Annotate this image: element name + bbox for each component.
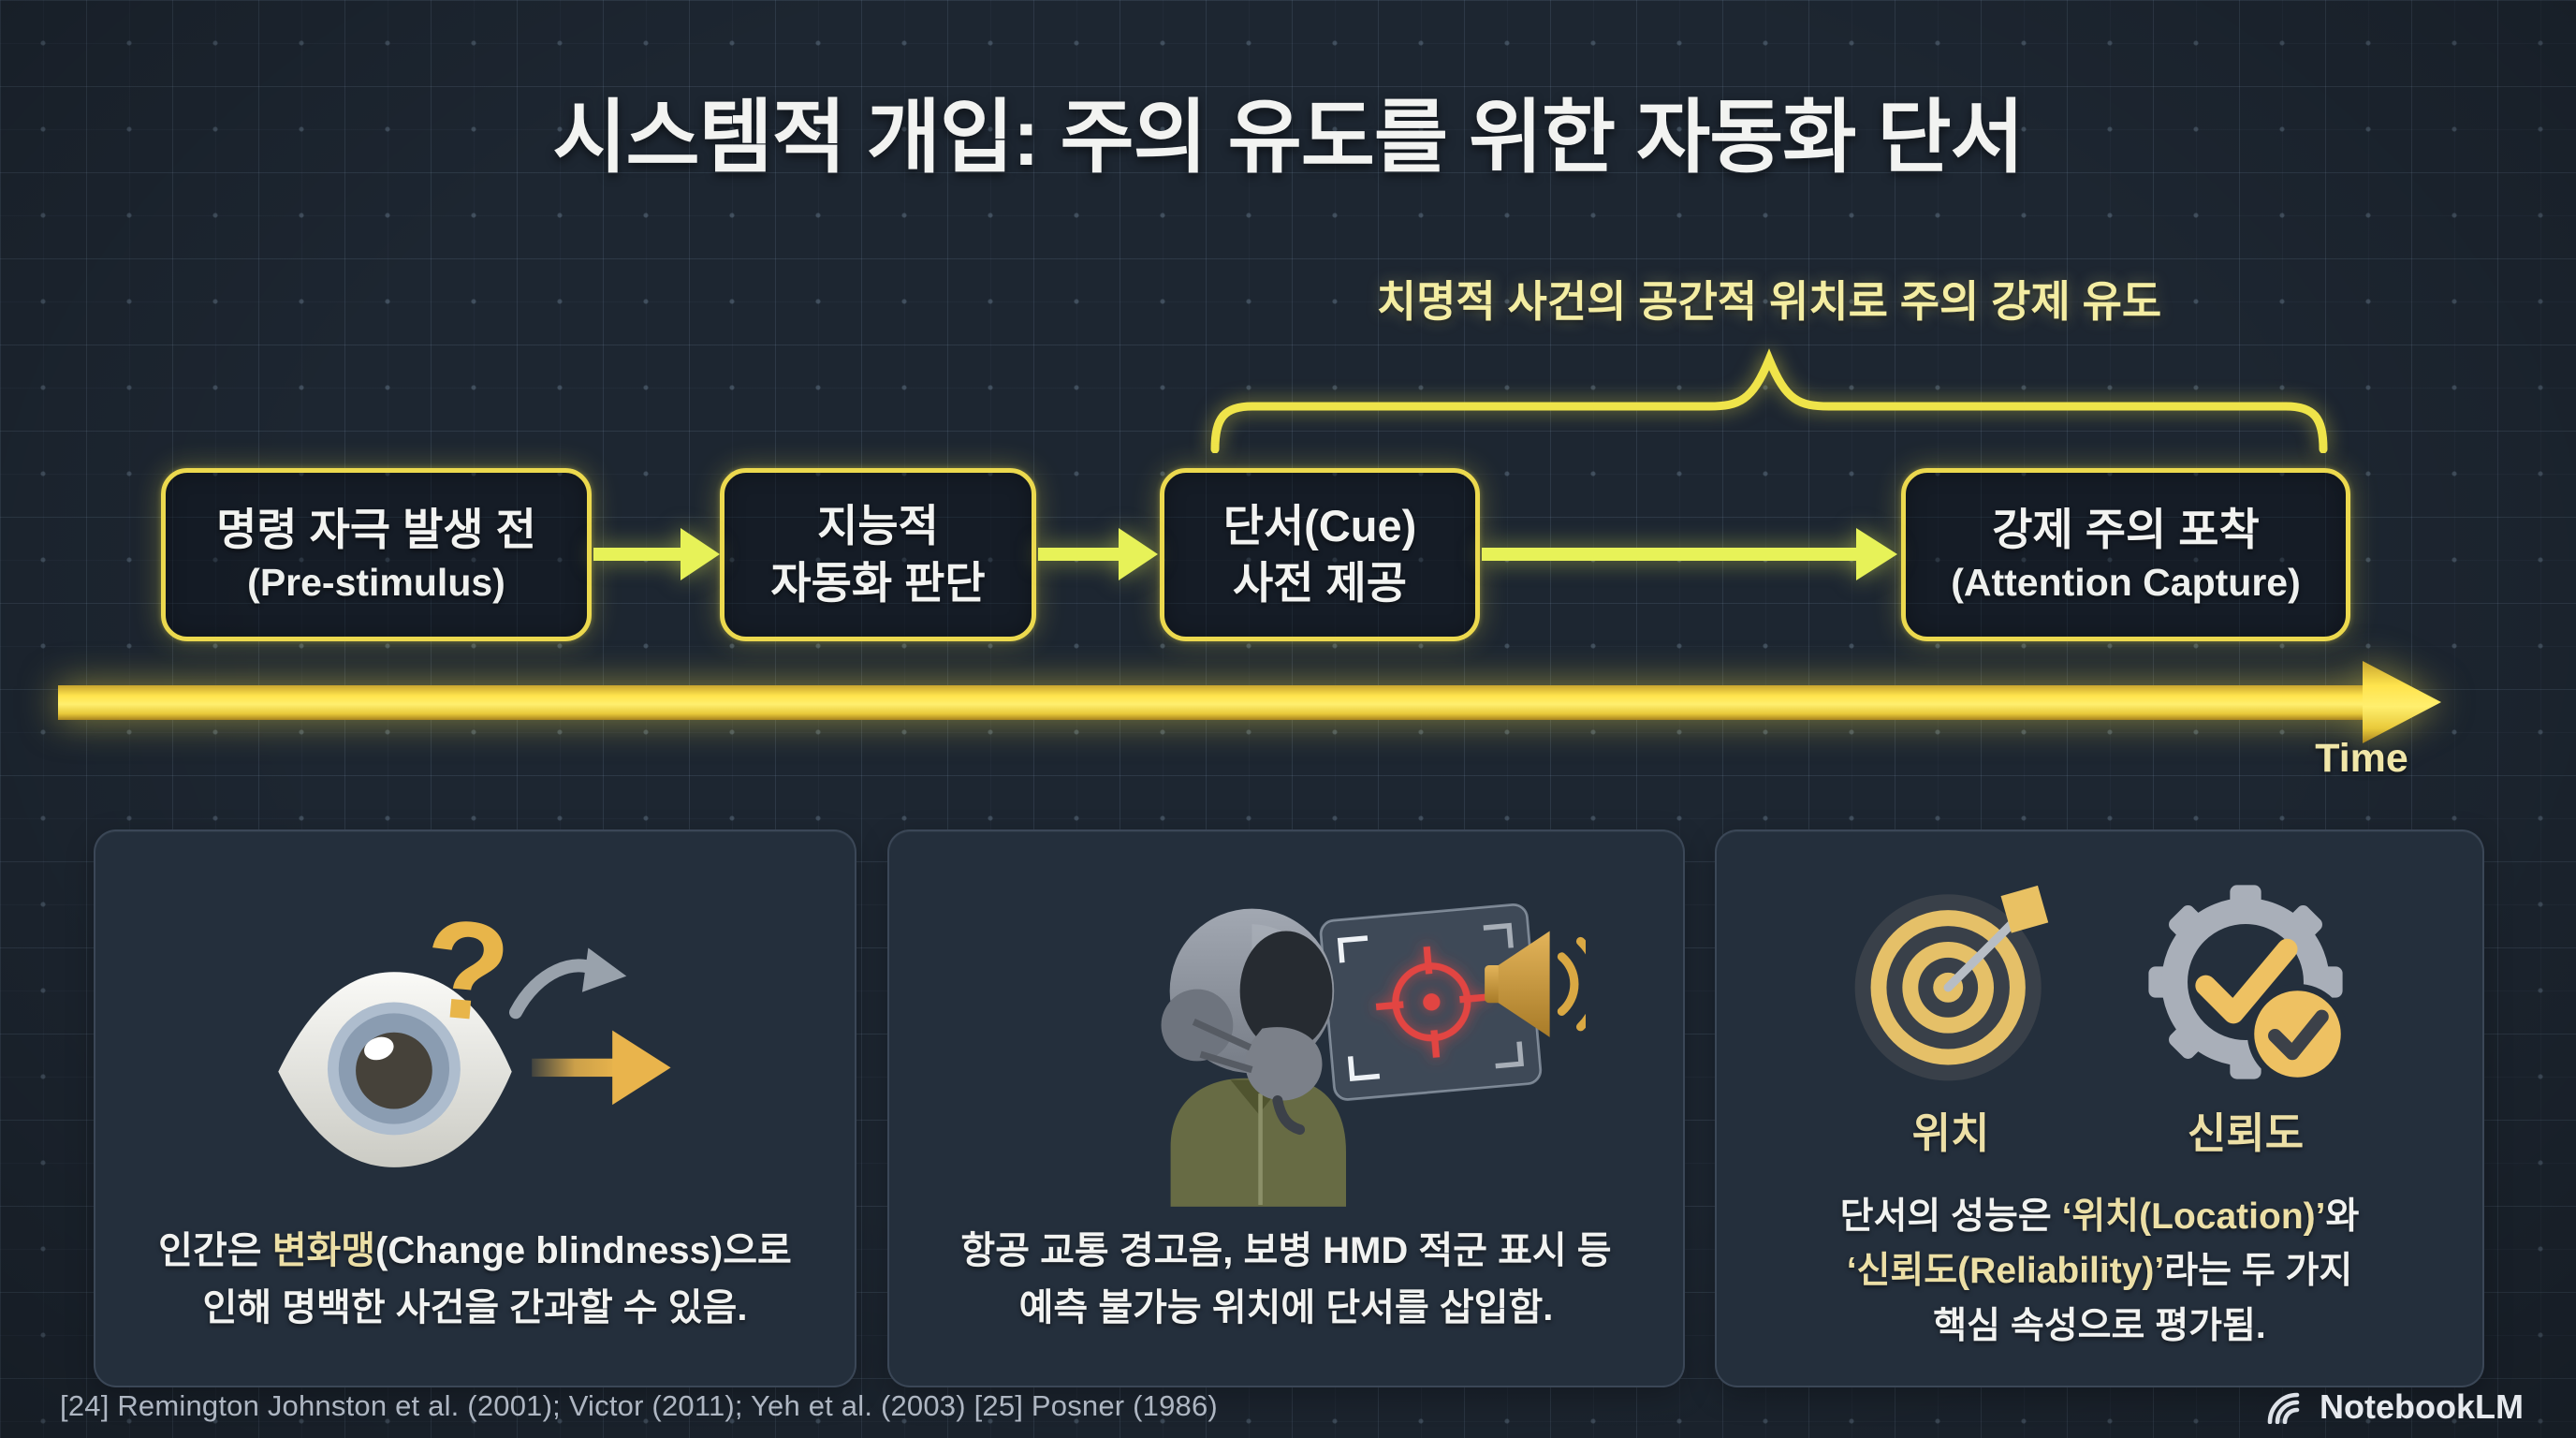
flow-step-label: 사전 제공 [1232, 557, 1408, 608]
flow-step-intelligent-automation: 지능적 자동화 판단 [720, 468, 1036, 641]
card-text: 항공 교통 경고음, 보병 HMD 적군 표시 등 예측 불가능 위치에 단서를… [889, 1223, 1683, 1386]
reliability-label: 신뢰도 [2187, 1108, 2305, 1157]
page-title: 시스템적 개입: 주의 유도를 위한 자동화 단서 [552, 93, 2024, 183]
annotation-label: 치명적 사건의 공간적 위치로 주의 강제 유도 [1376, 277, 2162, 326]
target-reticle [1375, 946, 1487, 1059]
card-cue-properties: 위치 [1715, 829, 2484, 1387]
highlighted-term: 변화맹 [271, 1230, 376, 1272]
text-segment: 와 [2325, 1196, 2360, 1237]
text-segment: 인간은 [158, 1230, 272, 1272]
location-figure: 위치 [1850, 884, 2052, 1160]
citation-footer: [24] Remington Johnston et al. (2001); V… [60, 1389, 1218, 1422]
text-segment: (Change blindness)으로 [375, 1230, 792, 1272]
hud-panel [1319, 903, 1543, 1102]
text-segment: 단서의 성능은 [1839, 1196, 2062, 1237]
flow-step-label: 단서(Cue) [1222, 501, 1417, 551]
card-text: 인간은 변화맹(Change blindness)으로 인해 명백한 사건을 간… [95, 1223, 855, 1386]
time-axis-label: Time [2315, 736, 2408, 781]
brace-icon [1210, 348, 2328, 453]
speaker-icon [1485, 931, 1586, 1038]
flow-step-label: 강제 주의 포착 [1992, 505, 2260, 555]
flow-step-pre-stimulus: 명령 자극 발생 전 (Pre-stimulus) [161, 468, 592, 641]
reliability-figure: 신뢰도 [2142, 878, 2349, 1160]
brand-name: NotebookLM [2320, 1387, 2524, 1426]
flow-arrow-icon [593, 528, 720, 580]
pilot-hmd-cue-icon [889, 831, 1683, 1223]
flow-step-sublabel: (Attention Capture) [1951, 561, 2301, 605]
gear-check-icon [2148, 885, 2349, 1084]
cue-property-icons: 위치 [1850, 878, 2349, 1160]
eye-change-blindness-icon: ? [95, 831, 855, 1223]
dart-flight [2000, 885, 2049, 933]
flow-step-label: 지능적 [817, 501, 939, 551]
text-segment: 예측 불가능 위치에 단서를 삽입함. [1018, 1287, 1554, 1329]
text-segment: 라는 두 가지 [2164, 1251, 2353, 1291]
target-dart-icon [1854, 885, 2049, 1081]
card-text: 단서의 성능은 ‘위치(Location)’와 ‘신뢰도(Reliability… [1717, 1190, 2482, 1387]
notebooklm-icon [2267, 1392, 2300, 1424]
location-label: 위치 [1911, 1108, 1990, 1157]
flow-step-attention-capture: 강제 주의 포착 (Attention Capture) [1901, 468, 2350, 641]
text-segment: 항공 교통 경고음, 보병 HMD 적군 표시 등 [960, 1230, 1612, 1272]
question-mark: ? [417, 890, 516, 1051]
flow-step-cue-provided: 단서(Cue) 사전 제공 [1160, 468, 1480, 641]
card-hmd-cue: 항공 교통 경고음, 보병 HMD 적군 표시 등 예측 불가능 위치에 단서를… [887, 829, 1685, 1387]
pilot-bust [1161, 908, 1346, 1208]
gear-check [2195, 938, 2298, 1024]
flow-arrow-icon [1482, 528, 1897, 580]
flow-step-label: 명령 자극 발생 전 [216, 505, 536, 555]
flow-step-sublabel: (Pre-stimulus) [247, 561, 505, 605]
badge-check [2268, 1009, 2329, 1060]
gold-arrow-head [611, 1030, 671, 1106]
flow-arrow-icon [1038, 528, 1158, 580]
flow-step-label: 자동화 판단 [770, 557, 986, 608]
notebooklm-logo: NotebookLM [2267, 1387, 2524, 1427]
time-arrow-icon [58, 661, 2441, 743]
badge-circle [2247, 983, 2349, 1084]
card-change-blindness: ? 인간은 변화맹(Change blindness)으로 인해 명백한 사건을… [94, 829, 856, 1387]
text-segment: 인해 명백한 사건을 간과할 수 있음. [202, 1287, 748, 1329]
text-segment: 핵심 속성으로 평가됨. [1933, 1305, 2266, 1346]
highlighted-term: ‘위치(Location)’ [2061, 1196, 2326, 1237]
highlighted-term: ‘신뢰도(Reliability)’ [1846, 1251, 2165, 1291]
